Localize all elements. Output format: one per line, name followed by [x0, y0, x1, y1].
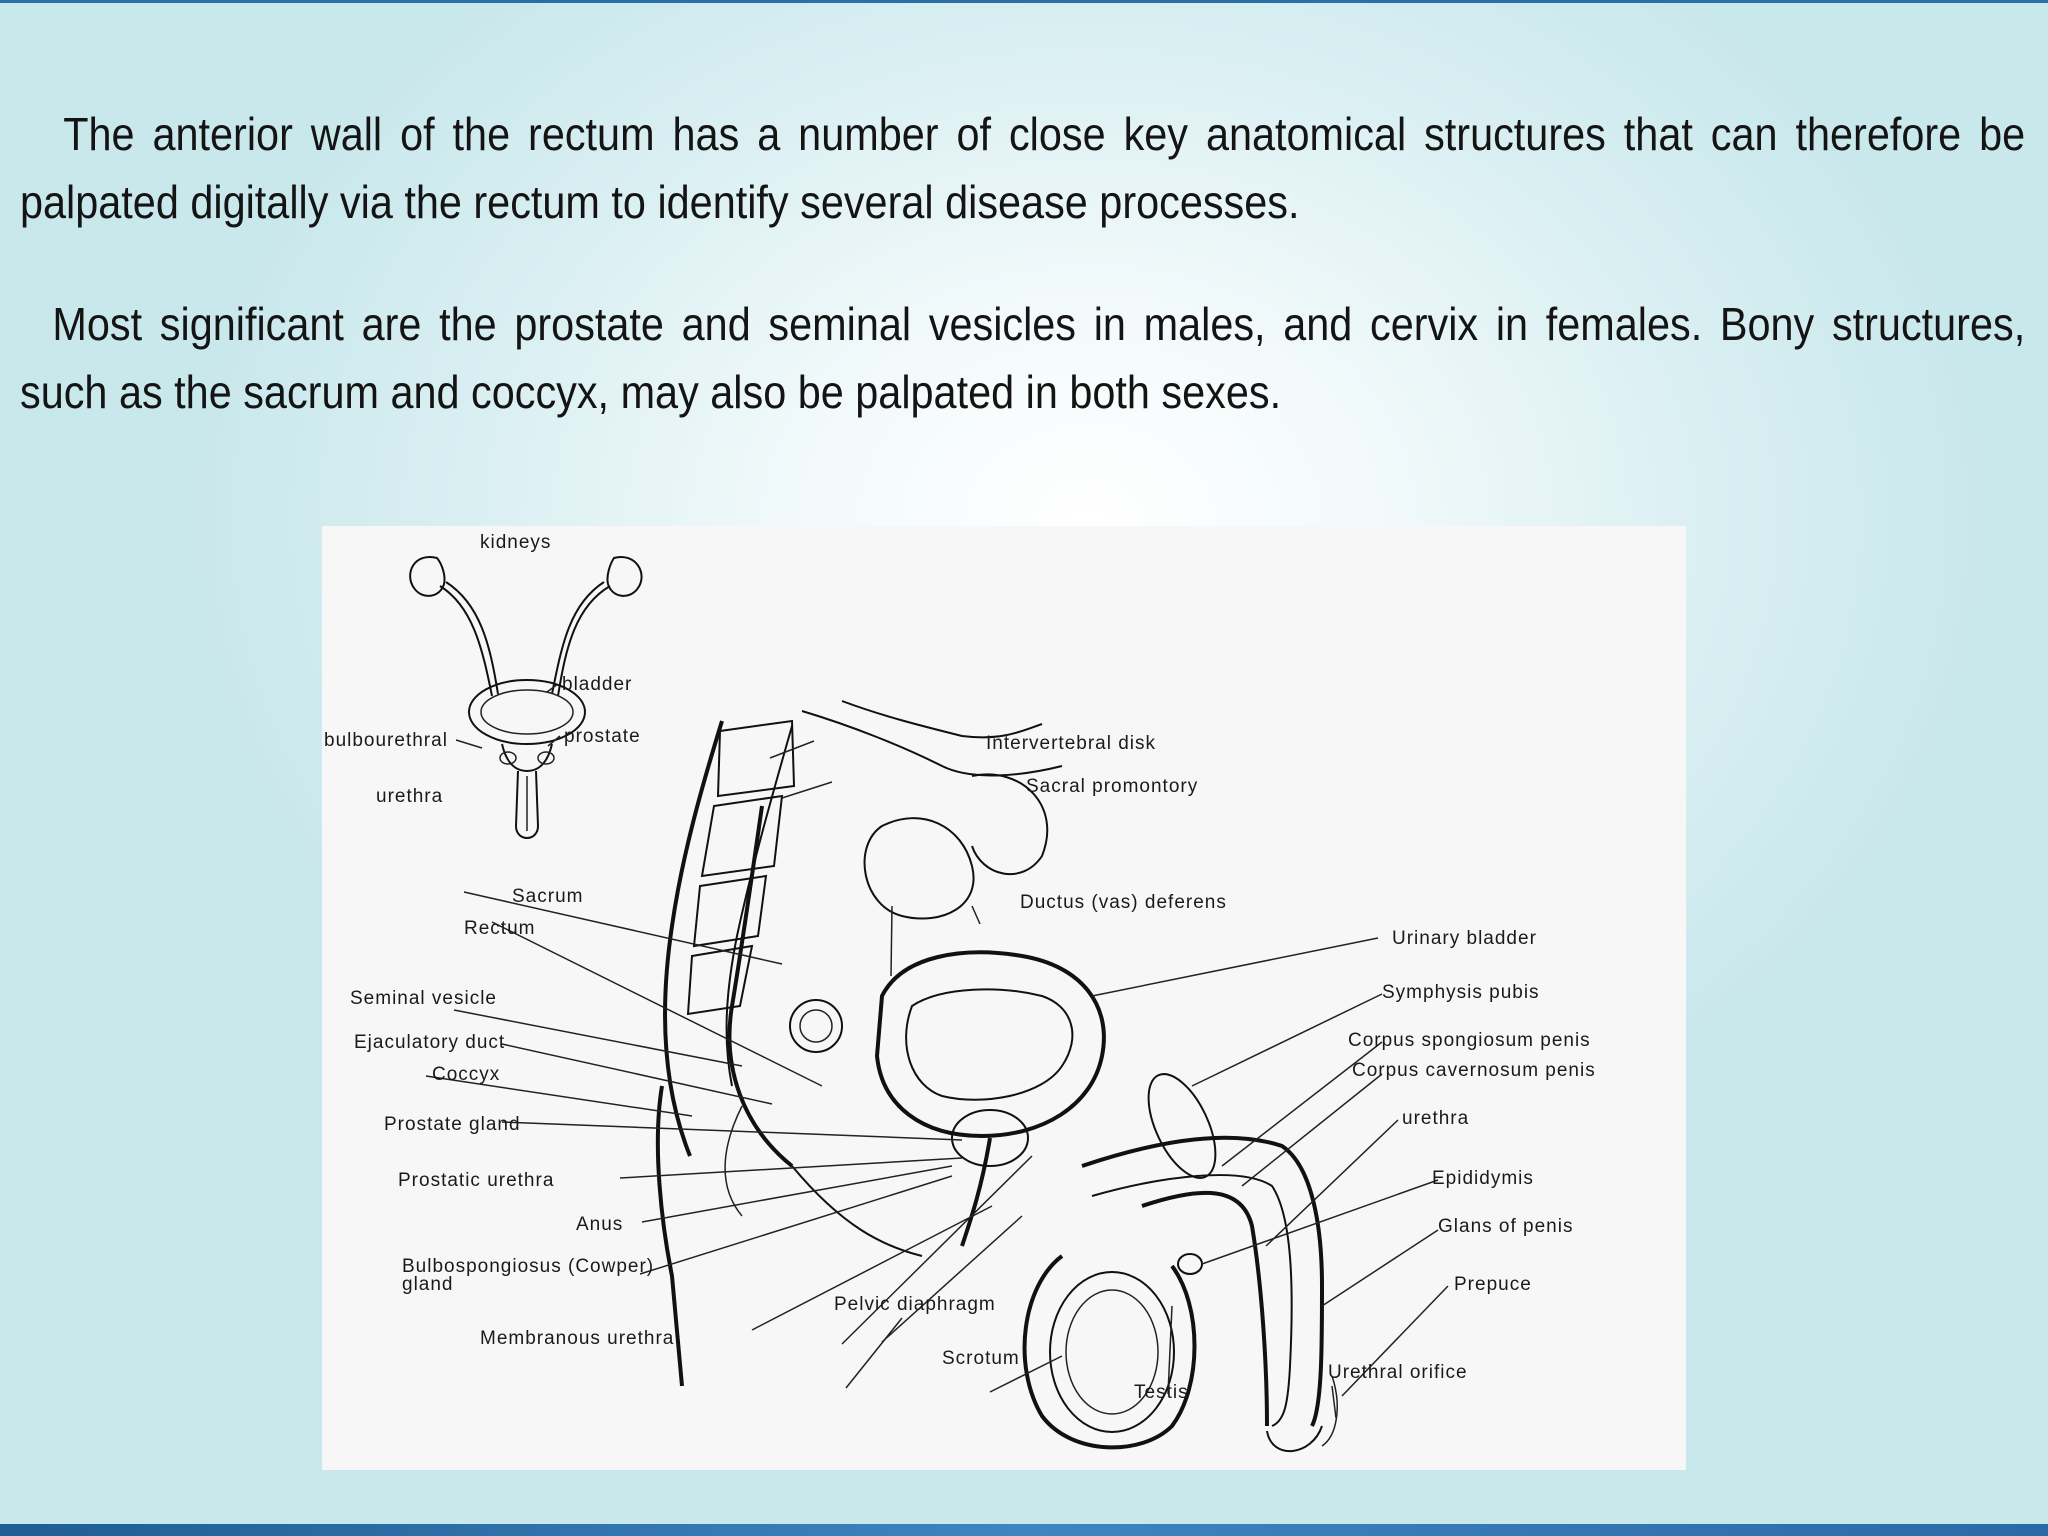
right-kidney-drawing	[606, 555, 643, 597]
male-pelvis-anatomy-diagram: kidneys bladder bulbourethral prostate u…	[322, 526, 1686, 1470]
inset-urethra-drawing	[514, 770, 540, 839]
label-seminal-vesicle: Seminal vesicle	[350, 988, 497, 1009]
inset-prostate-drawing	[501, 743, 553, 773]
bowel-loop-drawing	[863, 817, 975, 920]
testis-drawing	[1049, 1271, 1175, 1433]
slide-bottom-band	[0, 1524, 2048, 1536]
urinary-system-inset: kidneys bladder bulbourethral prostate u…	[324, 532, 643, 839]
label-membranous-urethra: Membranous urethra	[480, 1328, 674, 1349]
label-epididymis: Epididymis	[1432, 1168, 1534, 1189]
intervertebral-disk-drawing	[841, 700, 1043, 739]
inset-bladder-drawing	[468, 679, 586, 745]
label-sacrum: Sacrum	[512, 886, 583, 907]
label-bulbourethral: bulbourethral	[324, 730, 448, 751]
rectum-wall-drawing	[727, 805, 794, 1168]
paragraph-2-text: Most significant are the prostate and se…	[20, 298, 2026, 418]
left-ureter-drawing	[439, 585, 493, 697]
symphysis-pubis-drawing	[1147, 1073, 1217, 1179]
coccyx-drawing	[724, 1105, 743, 1217]
label-ejaculatory-duct: Ejaculatory duct	[354, 1032, 505, 1053]
membranous-urethra-drawing	[960, 1137, 992, 1247]
label-urinary-bladder: Urinary bladder	[1392, 928, 1537, 949]
scrotum-drawing	[1022, 1254, 1197, 1450]
penile-urethra-drawing	[1141, 1190, 1269, 1427]
label-bulbospongiosus: Bulbospongiosus (Cowper)	[402, 1256, 654, 1277]
label-urethra: urethra	[1402, 1108, 1469, 1129]
sagittal-section	[655, 700, 1338, 1453]
slide-top-border	[0, 0, 2048, 3]
label-sacral-promontory: Sacral promontory	[1026, 776, 1198, 797]
label-rectum: Rectum	[464, 918, 535, 939]
rectum-lumen-drawing	[789, 999, 843, 1053]
label-prepuce: Prepuce	[1454, 1274, 1532, 1295]
prostate-gland-drawing	[951, 1109, 1029, 1167]
label-coccyx: Coccyx	[432, 1064, 500, 1085]
label-kidneys: kidneys	[480, 532, 551, 553]
label-pelvic-diaphragm: Pelvic diaphragm	[834, 1294, 996, 1315]
right-ureter-drawing	[557, 585, 611, 697]
label-symphysis-pubis: Symphysis pubis	[1382, 982, 1540, 1003]
penis-dorsal-contour	[1081, 1135, 1325, 1427]
label-inset-urethra: urethra	[376, 786, 443, 807]
label-bulbospongiosus-gland: gland	[402, 1274, 454, 1295]
label-bladder: bladder	[562, 674, 632, 695]
label-glans-of-penis: Glans of penis	[1438, 1216, 1573, 1237]
sacrum-anterior-contour	[725, 725, 793, 1087]
label-intervertebral-disk: Intervertebral disk	[986, 733, 1156, 754]
urinary-bladder-drawing	[874, 950, 1106, 1139]
prepuce-drawing	[1321, 1375, 1338, 1447]
label-corpus-spongiosum: Corpus spongiosum penis	[1348, 1030, 1591, 1051]
diagram-labels: Intervertebral disk Sacral promontory Du…	[350, 733, 1596, 1403]
glans-drawing	[1266, 1425, 1323, 1453]
label-scrotum: Scrotum	[942, 1348, 1020, 1369]
label-prostate-gland: Prostate gland	[384, 1114, 521, 1135]
leader-lines	[425, 740, 1449, 1419]
label-testis: Testis	[1134, 1382, 1189, 1403]
label-anus: Anus	[576, 1214, 623, 1235]
label-urethral-orifice: Urethral orifice	[1328, 1362, 1468, 1383]
paragraph-rectum-anterior-wall: The anterior wall of the rectum has a nu…	[20, 100, 2025, 236]
paragraph-significant-structures: Most significant are the prostate and se…	[20, 290, 2025, 426]
label-ductus-deferens: Ductus (vas) deferens	[1020, 892, 1227, 913]
label-prostatic-urethra: Prostatic urethra	[398, 1170, 554, 1191]
label-corpus-cavernosum: Corpus cavernosum penis	[1352, 1060, 1596, 1081]
paragraph-1-text: The anterior wall of the rectum has a nu…	[20, 108, 2026, 228]
left-kidney-drawing	[409, 555, 446, 597]
label-prostate: prostate	[564, 726, 641, 747]
anatomy-drawing: kidneys bladder bulbourethral prostate u…	[324, 532, 1596, 1453]
epididymis-drawing	[1177, 1253, 1203, 1275]
perineum-drawing	[791, 1165, 923, 1257]
sacral-vertebrae-drawing	[686, 719, 796, 1016]
spine-posterior-contour	[663, 720, 724, 1157]
